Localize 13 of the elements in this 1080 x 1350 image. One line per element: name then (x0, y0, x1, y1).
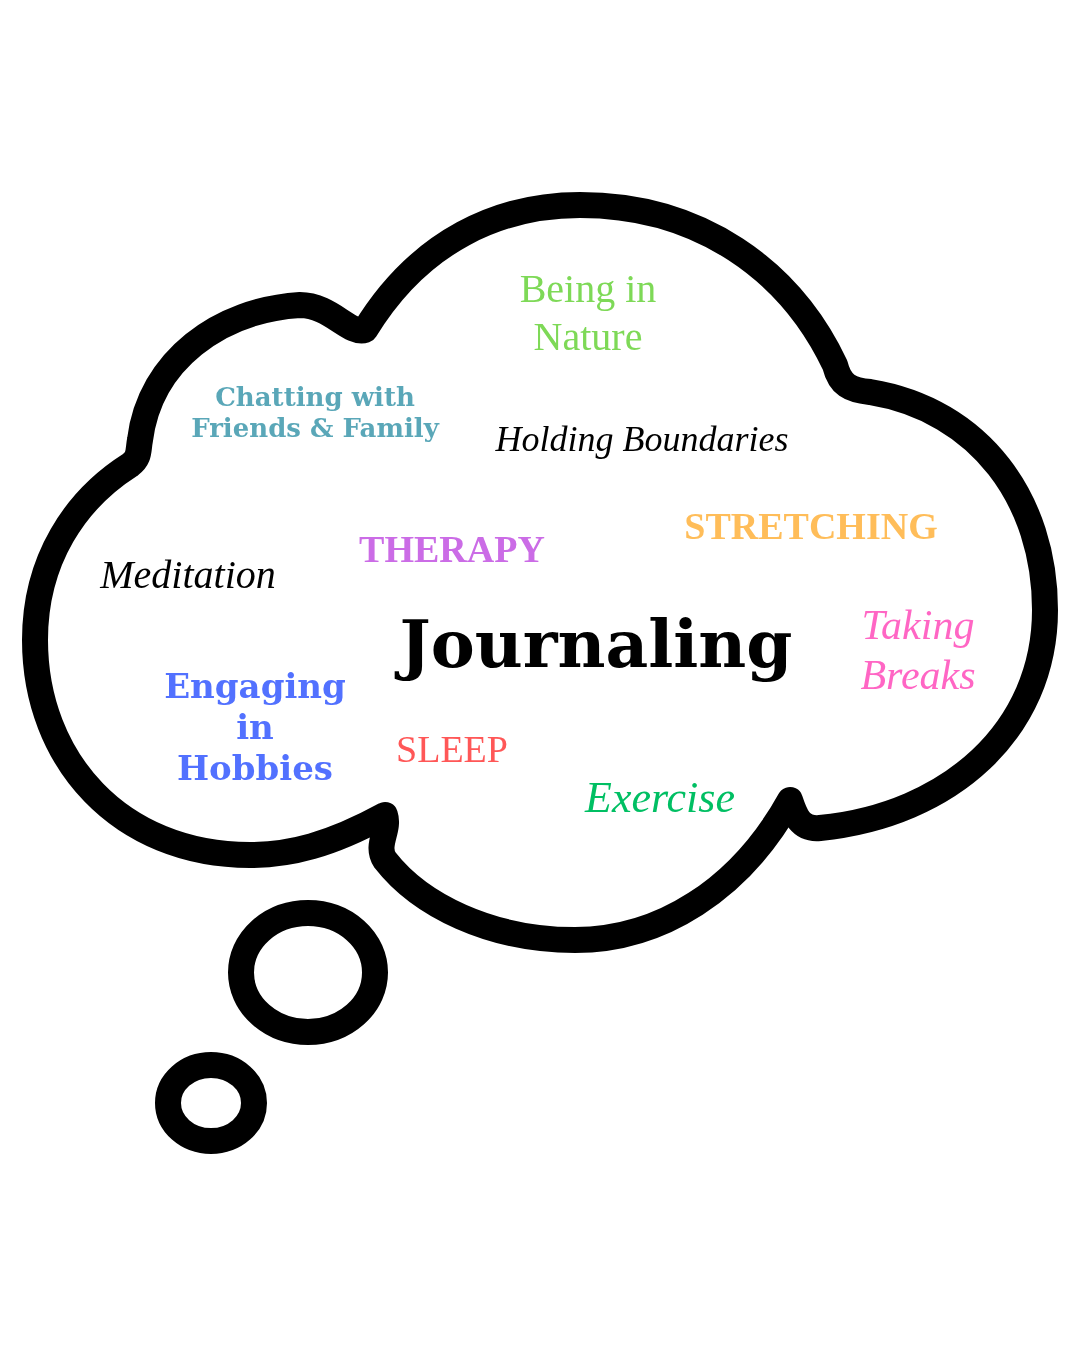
activity-text: Exercise (583, 771, 736, 824)
activity-text: Holding Boundaries (494, 418, 790, 462)
thought-bubble-circle (155, 1052, 267, 1154)
activity-text: THERAPY (358, 527, 546, 573)
central-activity-text: Journaling (396, 605, 796, 685)
activity-text: Engaging in Hobbies (163, 665, 347, 789)
activity-text: STRETCHING (683, 504, 939, 550)
activity-text: SLEEP (395, 727, 509, 773)
activity-text: Meditation (99, 551, 277, 599)
activity-text: Being in Nature (518, 265, 658, 361)
thought-bubble-circle (228, 900, 388, 1045)
activity-text: Taking Breaks (859, 600, 977, 700)
activity-text: Chatting with Friends & Family (190, 381, 441, 445)
